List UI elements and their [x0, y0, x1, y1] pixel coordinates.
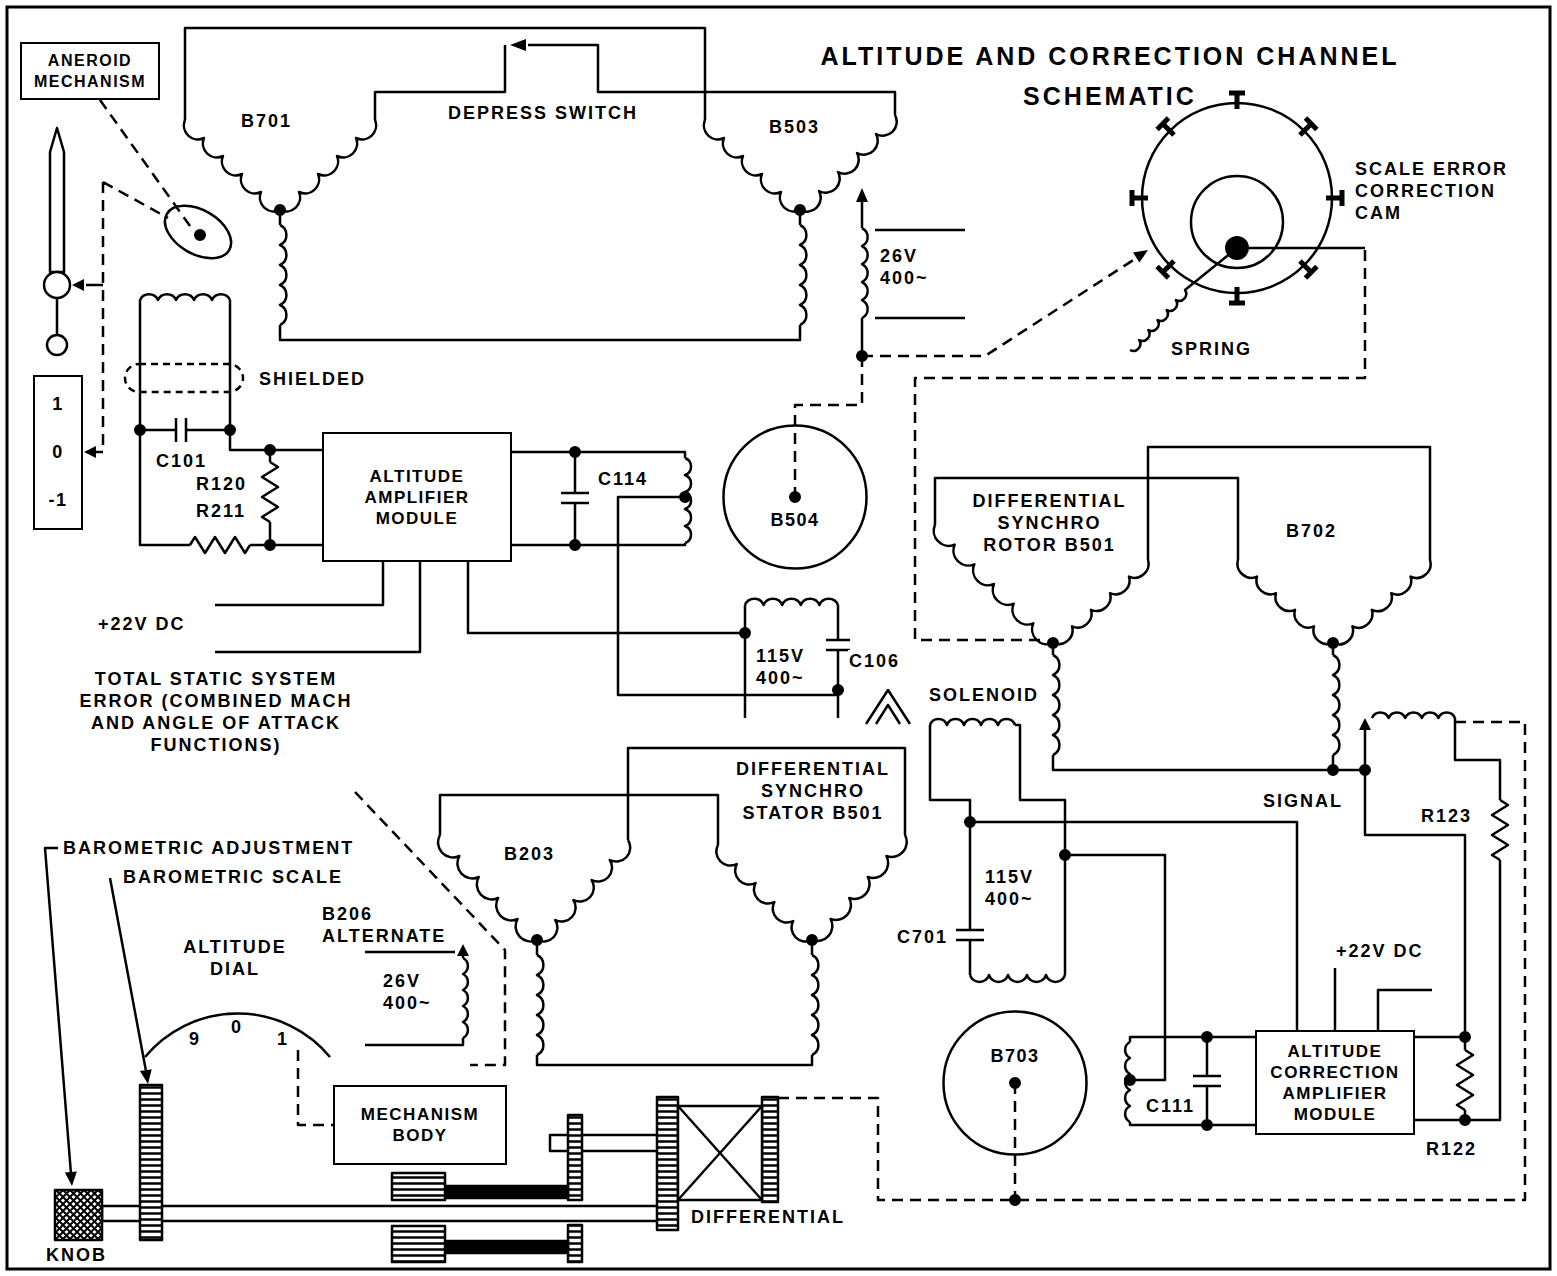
part-label: SHIELDED — [258, 368, 367, 390]
part-label: BAROMETRIC ADJUSTMENT — [62, 837, 355, 859]
part-label: DIFFERENTIAL SYNCHRO STATOR B501 — [733, 758, 893, 824]
gear-shaft — [445, 1186, 568, 1198]
part-label: C114 — [597, 468, 649, 490]
part-label: DIFFERENTIAL SYNCHRO ROTOR B501 — [967, 490, 1132, 556]
barometric-scale-gear — [140, 1085, 162, 1240]
part-label: R123 — [1420, 805, 1473, 827]
motor-circle: B703 — [942, 1010, 1088, 1156]
pointer-tail — [56, 298, 59, 335]
part-label: DIFFERENTIAL — [690, 1206, 846, 1228]
gear — [392, 1173, 445, 1200]
gear — [568, 1115, 582, 1200]
part-label: SCALE ERROR CORRECTION CAM — [1355, 158, 1540, 224]
part-label: SIGNAL — [1262, 790, 1344, 812]
indicator-scale: 1 0 -1 — [33, 375, 83, 530]
part-label: R211 — [195, 500, 247, 522]
node-text: B504 — [770, 510, 819, 531]
part-label: 0 — [230, 1016, 244, 1038]
pointer-needle — [50, 128, 64, 272]
node-text: 1 — [52, 394, 64, 415]
part-label: 115V 400~ — [985, 866, 1055, 910]
node-text: ANEROID MECHANISM — [28, 50, 152, 92]
node-text: ALTITUDE CORRECTION AMPLIFIER MODULE — [1263, 1041, 1407, 1125]
upper-shaft — [550, 1135, 658, 1151]
part-label: +22V DC — [97, 613, 187, 635]
page-border — [7, 7, 1550, 1269]
differential-gear — [657, 1097, 678, 1230]
node-text: B703 — [990, 1046, 1039, 1067]
part-label: C111 — [1145, 1095, 1196, 1117]
knob-symbol — [55, 1190, 102, 1240]
wiring — [44, 28, 1525, 1262]
node-text: MECHANISM BODY — [341, 1104, 499, 1146]
motor-outline — [724, 426, 867, 569]
solenoid-plunger — [866, 690, 910, 724]
main-shaft — [102, 1206, 658, 1221]
node-text: ALTITUDE AMPLIFIER MODULE — [330, 466, 504, 529]
part-label: TOTAL STATIC SYSTEM ERROR (COMBINED MACH… — [66, 668, 366, 756]
differential-cross — [678, 1106, 762, 1200]
part-label: 115V 400~ — [756, 645, 826, 689]
part-label: KNOB — [45, 1244, 108, 1266]
amplifier-module: ALTITUDE CORRECTION AMPLIFIER MODULE — [1255, 1030, 1415, 1135]
mechanism-box: ANEROID MECHANISM — [20, 42, 160, 100]
part-label: C101 — [155, 450, 208, 472]
part-label: C106 — [848, 650, 901, 672]
part-label: SPRING — [1170, 338, 1253, 360]
amplifier-module: ALTITUDE AMPLIFIER MODULE — [322, 432, 512, 562]
motor-outline — [944, 1012, 1087, 1155]
part-label: B206 ALTERNATE — [322, 903, 472, 947]
cam-hub — [1225, 236, 1249, 260]
pointer-pivot — [44, 272, 70, 298]
part-label: BAROMETRIC SCALE — [122, 866, 344, 888]
part-label: 26V 400~ — [383, 970, 455, 1014]
cam-inner — [1191, 176, 1283, 268]
part-label: C701 — [896, 926, 949, 948]
part-label: ALTITUDE DIAL — [170, 936, 300, 980]
node-text: -1 — [48, 490, 67, 511]
mechanism-box: MECHANISM BODY — [333, 1085, 507, 1165]
gear-shaft — [445, 1241, 568, 1253]
part-label: 9 — [188, 1028, 202, 1050]
diagram-title: ALTITUDE AND CORRECTION CHANNEL SCHEMATI… — [745, 36, 1475, 116]
circle-outline — [942, 1010, 1088, 1156]
gear — [392, 1226, 445, 1262]
pointer-counterweight — [47, 335, 67, 355]
node-text: 0 — [52, 442, 64, 463]
part-label: 26V 400~ — [880, 245, 960, 289]
part-label: B503 — [768, 116, 821, 138]
cam-adjust-screws — [1132, 93, 1342, 303]
wire-lines — [45, 28, 1500, 1174]
part-label: B701 — [240, 110, 293, 132]
part-label: R122 — [1425, 1138, 1478, 1160]
part-label: 1 — [276, 1028, 290, 1050]
linkage-dashes — [100, 100, 1525, 1200]
altitude-dial-arc — [145, 1013, 330, 1057]
differential-gear — [762, 1097, 778, 1202]
gear — [568, 1225, 582, 1262]
part-label: B203 — [503, 843, 556, 865]
motor-circle: B504 — [722, 424, 868, 570]
part-label: SOLENOID — [928, 684, 1040, 706]
part-label: +22V DC — [1335, 940, 1425, 962]
part-label: B702 — [1285, 520, 1338, 542]
part-label: R120 — [195, 473, 248, 495]
differential-cage — [678, 1106, 762, 1200]
circle-outline — [722, 424, 868, 570]
arrowheads — [65, 39, 1371, 1186]
shield-outline — [125, 364, 243, 392]
winding-coils — [140, 115, 1455, 1122]
part-label: DEPRESS SWITCH — [447, 102, 639, 124]
